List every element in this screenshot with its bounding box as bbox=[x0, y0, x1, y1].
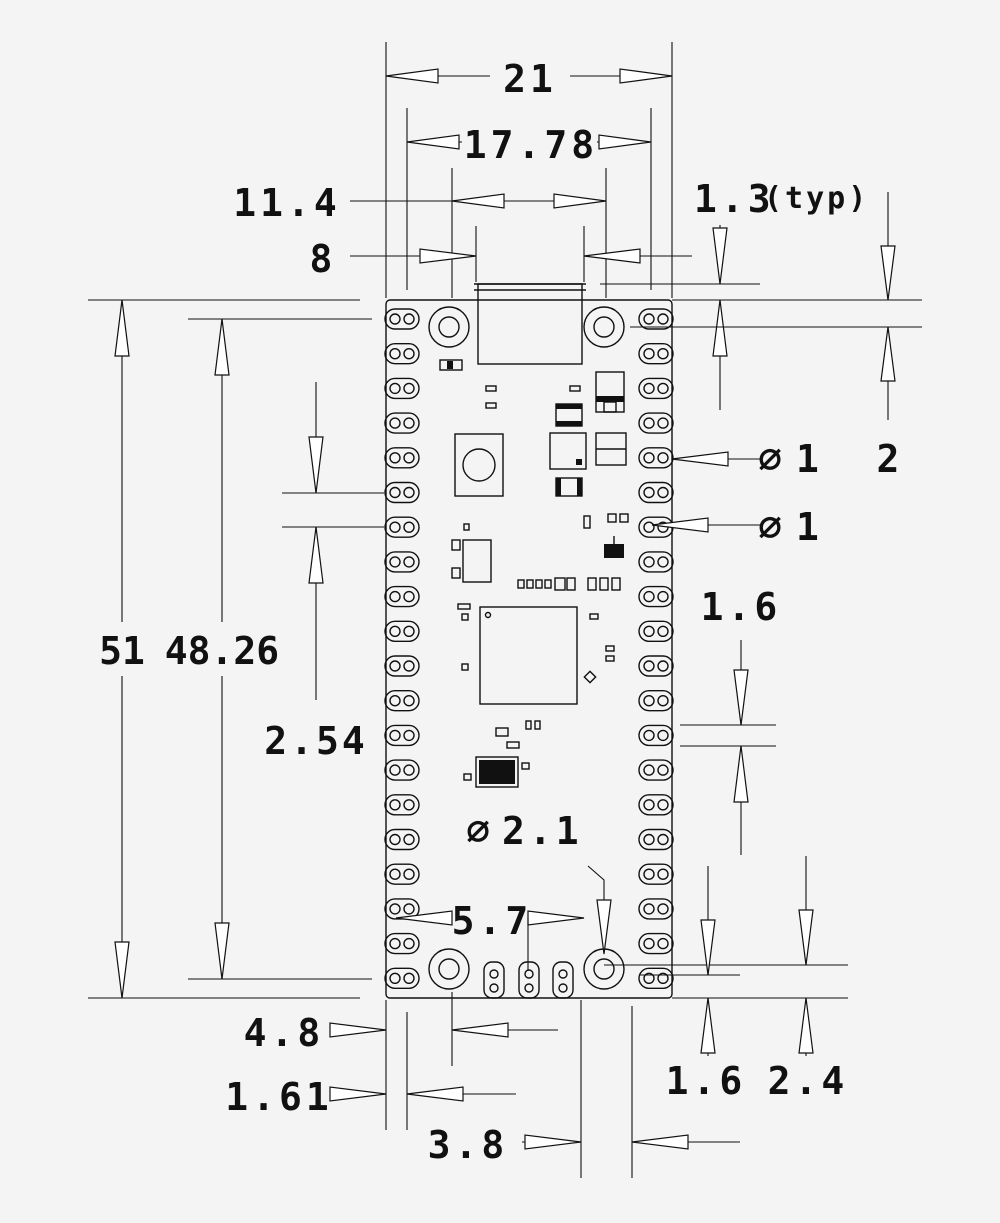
left-pin-pad bbox=[384, 655, 420, 677]
dim-diameter-symbol-b: ⌀ bbox=[758, 504, 782, 550]
right-pin-pad bbox=[638, 377, 674, 400]
usb-body bbox=[477, 283, 583, 365]
left-pin-pad bbox=[384, 516, 420, 538]
dim-diameter-symbol-a: ⌀ bbox=[758, 436, 782, 482]
left-pin-pad bbox=[384, 967, 420, 989]
dim-mount-hole-dia: 2.1 bbox=[502, 809, 583, 853]
mounting-hole-bottom-left bbox=[428, 948, 470, 990]
right-pin-pad bbox=[638, 343, 674, 365]
right-pin-pad bbox=[638, 932, 674, 955]
dim-pad-dia-a: 1 bbox=[796, 437, 819, 481]
left-pin-pad bbox=[384, 932, 420, 955]
right-pin-header bbox=[638, 308, 674, 989]
left-pin-pad bbox=[384, 828, 420, 851]
dim-edge-1-6-right: 1.6 bbox=[701, 585, 782, 629]
left-pin-pad bbox=[384, 898, 420, 920]
dim-bottom-1-6: 1.6 bbox=[666, 1059, 747, 1103]
dimension-labels: 21 17.78 11.4 8 1.3 (typ) 2 ⌀ 1 ⌀ 1 1.6 … bbox=[99, 57, 899, 1167]
right-pin-pad bbox=[638, 447, 674, 469]
right-pin-pad bbox=[638, 863, 674, 885]
right-pin-pad bbox=[638, 898, 674, 920]
components bbox=[439, 359, 629, 788]
dim-diameter-symbol-hole: ⌀ bbox=[466, 808, 490, 854]
usb-connector bbox=[474, 283, 586, 365]
dim-width-21: 21 bbox=[503, 57, 557, 101]
right-pin-pad bbox=[638, 585, 674, 608]
board bbox=[384, 283, 674, 999]
dim-hole-offset-2: 2 bbox=[877, 437, 900, 481]
debug-pads bbox=[483, 961, 574, 999]
left-pin-pad bbox=[384, 377, 420, 400]
right-pin-pad bbox=[638, 481, 674, 504]
mounting-hole-bottom-right bbox=[583, 948, 625, 990]
left-pin-pad bbox=[384, 794, 420, 816]
left-pin-pad bbox=[384, 585, 420, 608]
left-pin-header bbox=[384, 308, 420, 989]
mounting-hole-top-left bbox=[428, 306, 470, 348]
dimension-lines bbox=[88, 42, 922, 1178]
right-pin-pad bbox=[638, 551, 674, 573]
dim-edge-1-61: 1.61 bbox=[225, 1075, 333, 1119]
right-pin-pad bbox=[638, 828, 674, 851]
dim-pin-pitch-2-54: 2.54 bbox=[264, 719, 368, 763]
right-pin-pad bbox=[638, 759, 674, 781]
dim-debug-5-7: 5.7 bbox=[452, 899, 533, 943]
left-pin-pad bbox=[384, 724, 420, 747]
dim-edge-4-8: 4.8 bbox=[244, 1011, 325, 1055]
right-pin-pad bbox=[638, 308, 674, 330]
dim-hole-span-11-4: 11.4 bbox=[233, 181, 341, 225]
dim-usb-overhang-note: (typ) bbox=[764, 181, 869, 216]
right-pin-pad bbox=[638, 620, 674, 642]
left-pin-pad bbox=[384, 481, 420, 504]
left-pin-pad bbox=[384, 690, 420, 712]
dim-usb-8: 8 bbox=[310, 237, 333, 281]
board-outline bbox=[385, 299, 673, 999]
right-pin-pad bbox=[638, 967, 674, 989]
right-pin-pad bbox=[638, 794, 674, 816]
dim-bottom-2-4: 2.4 bbox=[768, 1059, 849, 1103]
left-pin-pad bbox=[384, 759, 420, 781]
left-pin-pad bbox=[384, 620, 420, 642]
left-pin-pad bbox=[384, 551, 420, 573]
dim-usb-overhang: 1.3 bbox=[694, 177, 775, 221]
dim-pad-dia-b: 1 bbox=[796, 505, 819, 549]
dim-length-51: 51 bbox=[99, 629, 145, 673]
left-pin-pad bbox=[384, 447, 420, 469]
left-pin-pad bbox=[384, 412, 420, 434]
dim-pitch-17-78: 17.78 bbox=[464, 123, 598, 167]
left-pin-pad bbox=[384, 308, 420, 330]
left-pin-pad bbox=[384, 863, 420, 885]
dim-debug-3-8: 3.8 bbox=[428, 1123, 509, 1167]
right-pin-pad bbox=[638, 724, 674, 747]
right-pin-pad bbox=[638, 655, 674, 677]
right-pin-pad bbox=[638, 412, 674, 434]
right-pin-pad bbox=[638, 690, 674, 712]
left-pin-pad bbox=[384, 343, 420, 365]
dim-pin-row-48-26: 48.26 bbox=[165, 629, 279, 673]
mounting-hole-top-right bbox=[583, 306, 625, 348]
